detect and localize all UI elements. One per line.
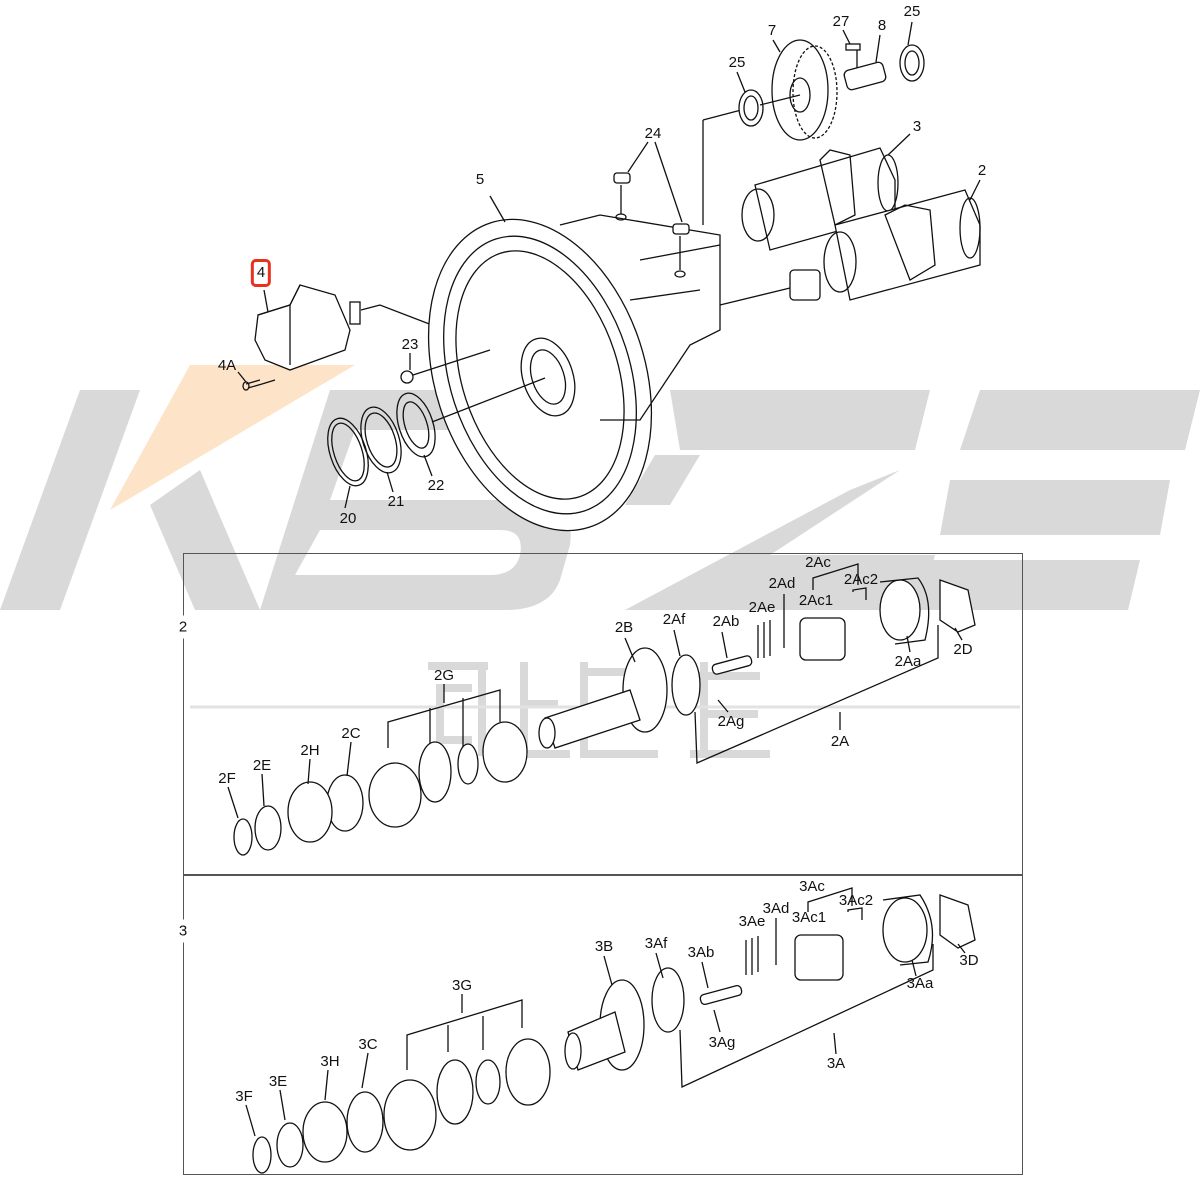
motor-part-4	[254, 284, 511, 371]
ring-part-20	[327, 417, 369, 509]
plug-part-23	[400, 349, 491, 384]
callout-3aa[interactable]: 3Aa	[906, 975, 934, 992]
callout-3ac[interactable]: 3Ac	[799, 878, 825, 895]
bearing-part-25-right	[899, 21, 925, 82]
callout-7[interactable]: 7	[767, 22, 777, 39]
callout-3a[interactable]: 3A	[826, 1055, 846, 1072]
panel-2-parts	[227, 563, 976, 856]
callout-3ac1[interactable]: 3Ac1	[791, 909, 827, 926]
callout-2d[interactable]: 2D	[953, 641, 973, 658]
gear-part-7	[771, 39, 838, 141]
bolt-part-4a	[237, 371, 276, 391]
callout-3b[interactable]: 3B	[594, 938, 614, 955]
callout-2ac2[interactable]: 2Ac2	[843, 571, 879, 588]
panel-3-section-label: 3	[178, 919, 188, 943]
ring-part-22	[396, 392, 436, 477]
callout-2ae[interactable]: 2Ae	[748, 599, 776, 616]
key-part-27	[842, 29, 861, 68]
panel-3-parts	[245, 887, 976, 1174]
callout-2c[interactable]: 2C	[341, 725, 361, 742]
ring-part-21	[360, 406, 402, 493]
callout-21[interactable]: 21	[387, 493, 405, 510]
callout-22[interactable]: 22	[427, 477, 445, 494]
callout-2aa[interactable]: 2Aa	[894, 653, 922, 670]
callout-3ag[interactable]: 3Ag	[708, 1034, 736, 1051]
callout-2a[interactable]: 2A	[830, 733, 850, 750]
callout-25-left[interactable]: 25	[728, 54, 746, 71]
callout-3[interactable]: 3	[912, 118, 922, 135]
plug-part-24	[613, 141, 690, 278]
callout-3c[interactable]: 3C	[358, 1036, 378, 1053]
callout-3f[interactable]: 3F	[235, 1088, 253, 1105]
callout-2h[interactable]: 2H	[300, 742, 320, 759]
bearing-part-25-left	[736, 71, 801, 127]
callout-2f[interactable]: 2F	[218, 770, 236, 787]
callout-24[interactable]: 24	[644, 125, 662, 142]
callout-3af[interactable]: 3Af	[644, 935, 668, 952]
callout-27[interactable]: 27	[832, 13, 850, 30]
callout-2ag[interactable]: 2Ag	[717, 713, 745, 730]
callout-20[interactable]: 20	[339, 510, 357, 527]
callout-3ae[interactable]: 3Ae	[738, 913, 766, 930]
panel-2-section-label: 2	[178, 615, 188, 639]
callout-3g[interactable]: 3G	[451, 977, 473, 994]
callout-23[interactable]: 23	[401, 336, 419, 353]
callout-2af[interactable]: 2Af	[662, 611, 686, 628]
panel-3-frame	[183, 875, 1023, 1175]
callout-2ac[interactable]: 2Ac	[805, 554, 831, 571]
callout-2b[interactable]: 2B	[614, 619, 634, 636]
callout-2ab[interactable]: 2Ab	[712, 613, 740, 630]
callout-3d[interactable]: 3D	[959, 952, 979, 969]
callout-5[interactable]: 5	[475, 171, 485, 188]
callout-3ad[interactable]: 3Ad	[762, 900, 790, 917]
shaft-assembly-part-2	[719, 179, 981, 306]
callout-2e[interactable]: 2E	[252, 757, 272, 774]
callout-4[interactable]: 4	[250, 259, 272, 287]
callout-3h[interactable]: 3H	[320, 1053, 340, 1070]
callout-4a[interactable]: 4A	[217, 357, 237, 374]
callout-8[interactable]: 8	[877, 17, 887, 34]
panel-2-frame	[183, 553, 1023, 875]
callout-2g[interactable]: 2G	[433, 667, 455, 684]
callout-3ac2[interactable]: 3Ac2	[838, 892, 874, 909]
callout-3e[interactable]: 3E	[268, 1073, 288, 1090]
callout-3ab[interactable]: 3Ab	[687, 944, 715, 961]
callout-2ad[interactable]: 2Ad	[768, 575, 796, 592]
callout-2[interactable]: 2	[977, 162, 987, 179]
housing-part-5	[427, 195, 721, 532]
callout-25-right[interactable]: 25	[903, 3, 921, 20]
shaft-part-8	[843, 34, 887, 91]
callout-2ac1[interactable]: 2Ac1	[798, 592, 834, 609]
